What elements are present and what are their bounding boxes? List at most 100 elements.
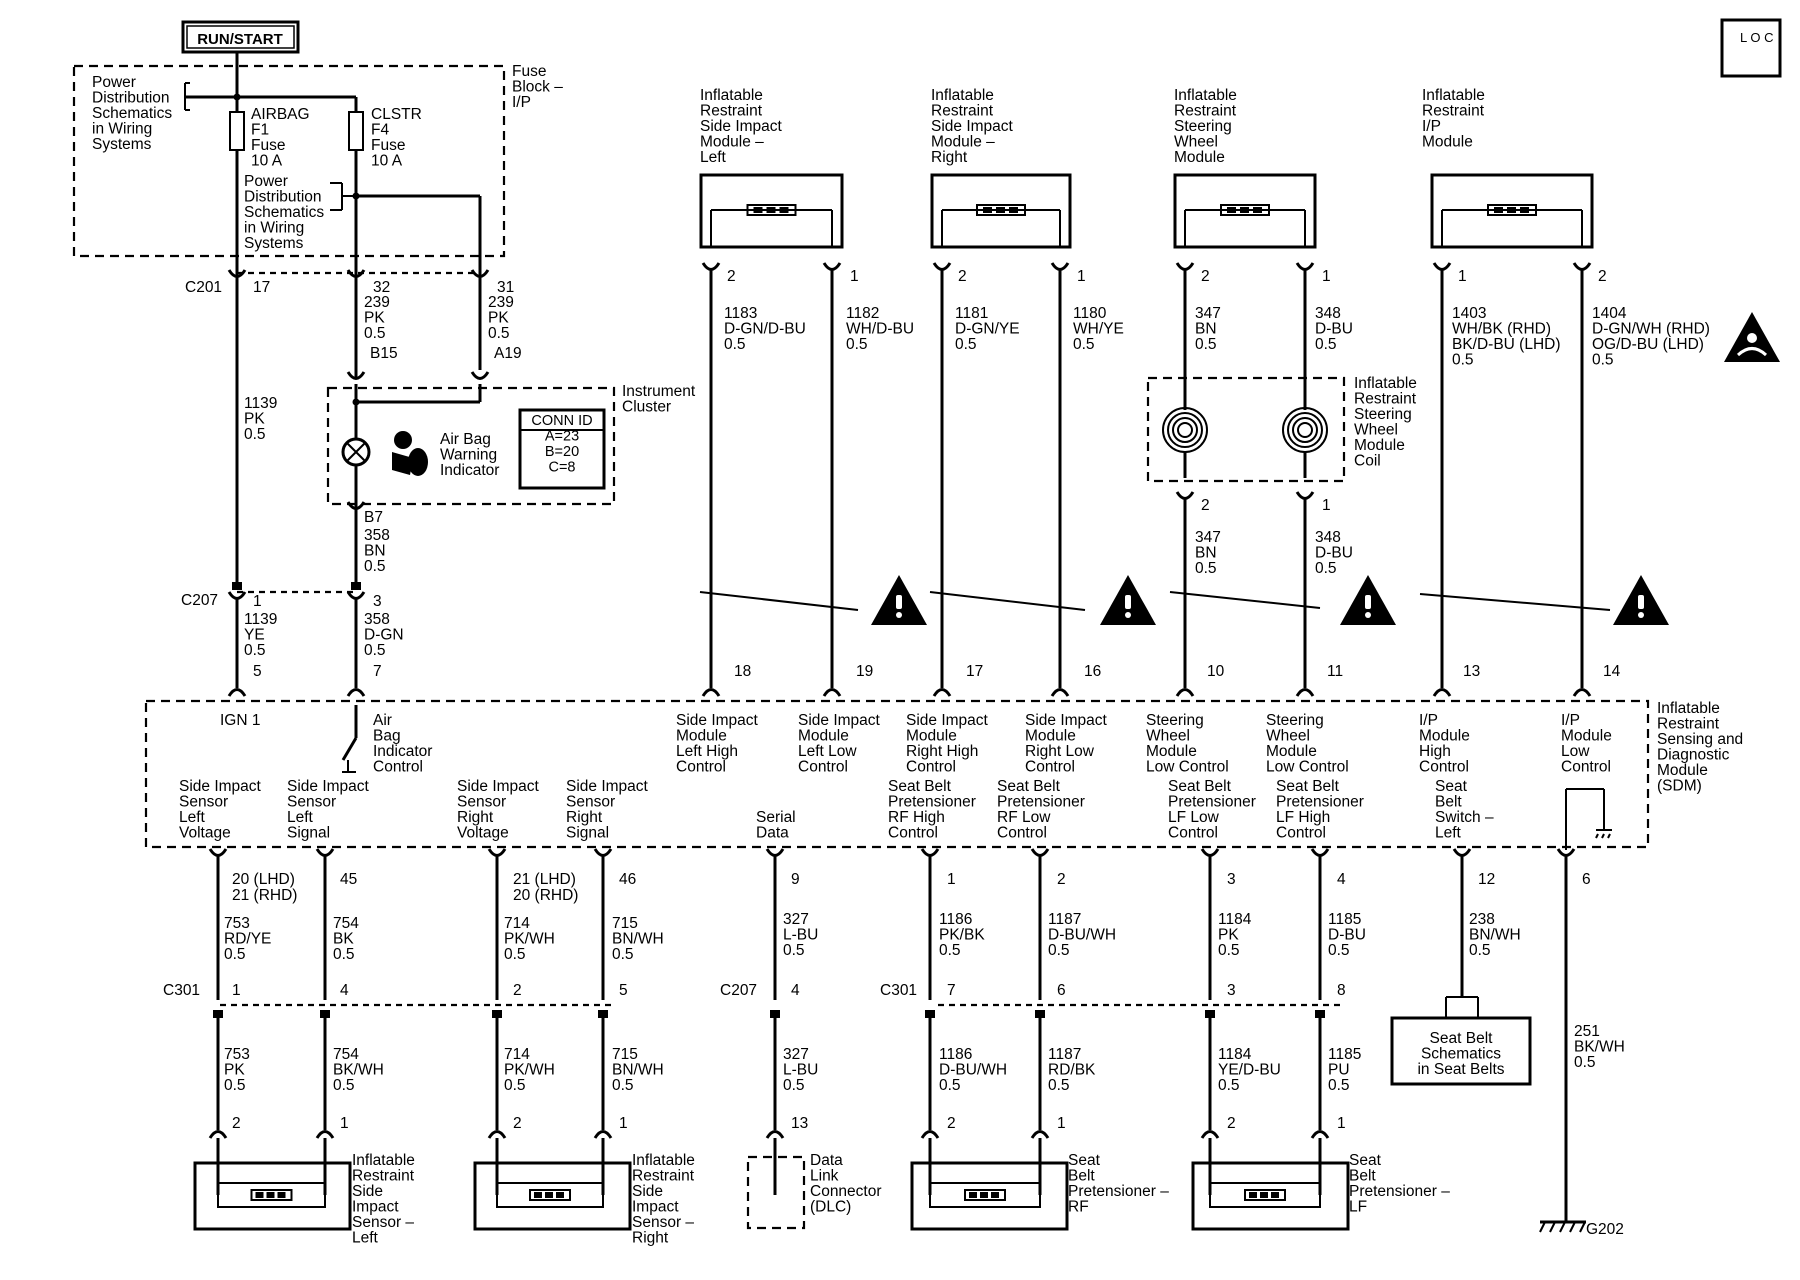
module-connector [932, 262, 952, 271]
pin-label: 2 [1201, 497, 1210, 514]
pin-label: 20 (RHD) [513, 887, 578, 904]
module-connector [1295, 262, 1315, 271]
sdm-connector [765, 848, 785, 857]
sensor-connector [593, 1130, 613, 1139]
pin-label: 1 [1077, 268, 1086, 285]
sensor-connector [1200, 1130, 1220, 1139]
pin-label: 17 [253, 279, 270, 296]
pin-label: 19 [856, 663, 873, 680]
sdm-connector [1310, 848, 1330, 857]
pin-label: 2 [232, 1115, 241, 1132]
twisted-pair-mark [929, 591, 1086, 611]
wire-geometry [72, 18, 1782, 1233]
pin-label: 16 [1084, 663, 1101, 680]
connector-c301: C301 [880, 982, 917, 999]
sdm-connector [593, 848, 613, 857]
pin-label: 12 [1478, 871, 1495, 888]
coil-spiral [1172, 417, 1198, 443]
twisted-pair-mark [1419, 593, 1611, 611]
sdm-pin-ign1: IGN 1 [220, 712, 260, 729]
pin-label: 4 [340, 982, 349, 999]
module-connector [1050, 262, 1070, 271]
sdm-connector [1295, 688, 1315, 697]
pin-label: 3 [1227, 871, 1236, 888]
pin-label: 1 [232, 982, 241, 999]
sdm-connector [1556, 848, 1576, 857]
sdm-connector [1452, 848, 1472, 857]
twisted-pair-mark [699, 591, 859, 611]
pin-label: 2 [727, 268, 736, 285]
sdm-connector [1572, 688, 1592, 697]
pin-label: 5 [253, 663, 262, 680]
module-connector [822, 262, 842, 271]
pin-label: 6 [1057, 982, 1066, 999]
pin-label: 1 [1057, 1115, 1066, 1132]
connector-terminal [1295, 491, 1315, 500]
sensor-connector [208, 1130, 228, 1139]
pin-label: 1 [340, 1115, 349, 1132]
pin-label: 1 [619, 1115, 628, 1132]
sdm-connector [315, 848, 335, 857]
sdm-connector [487, 848, 507, 857]
sensor-connector [765, 1130, 785, 1139]
connector-c301: C301 [163, 982, 200, 999]
twisted-pair-mark [1169, 591, 1321, 609]
module-connector [701, 262, 721, 271]
pin-label: 32 [373, 279, 390, 296]
sdm-connector [701, 688, 721, 697]
pin-label: 2 [1201, 268, 1210, 285]
ground-g202: G202 [1586, 1221, 1624, 1238]
sdm-connector [1030, 848, 1050, 857]
sensor-connector [487, 1130, 507, 1139]
sdm-connector [1175, 688, 1195, 697]
pin-label: 1 [1458, 268, 1467, 285]
sdm-connector [822, 688, 842, 697]
pin-label: 1 [1337, 1115, 1346, 1132]
pin-label: 6 [1582, 871, 1591, 888]
pin-label: A19 [494, 345, 522, 362]
sdm-connector [1200, 848, 1220, 857]
pin-label: 7 [947, 982, 956, 999]
pin-label: 2 [1227, 1115, 1236, 1132]
squib-element [217, 1182, 326, 1208]
squib-element [929, 1182, 1041, 1208]
coil-spiral [1297, 422, 1313, 438]
